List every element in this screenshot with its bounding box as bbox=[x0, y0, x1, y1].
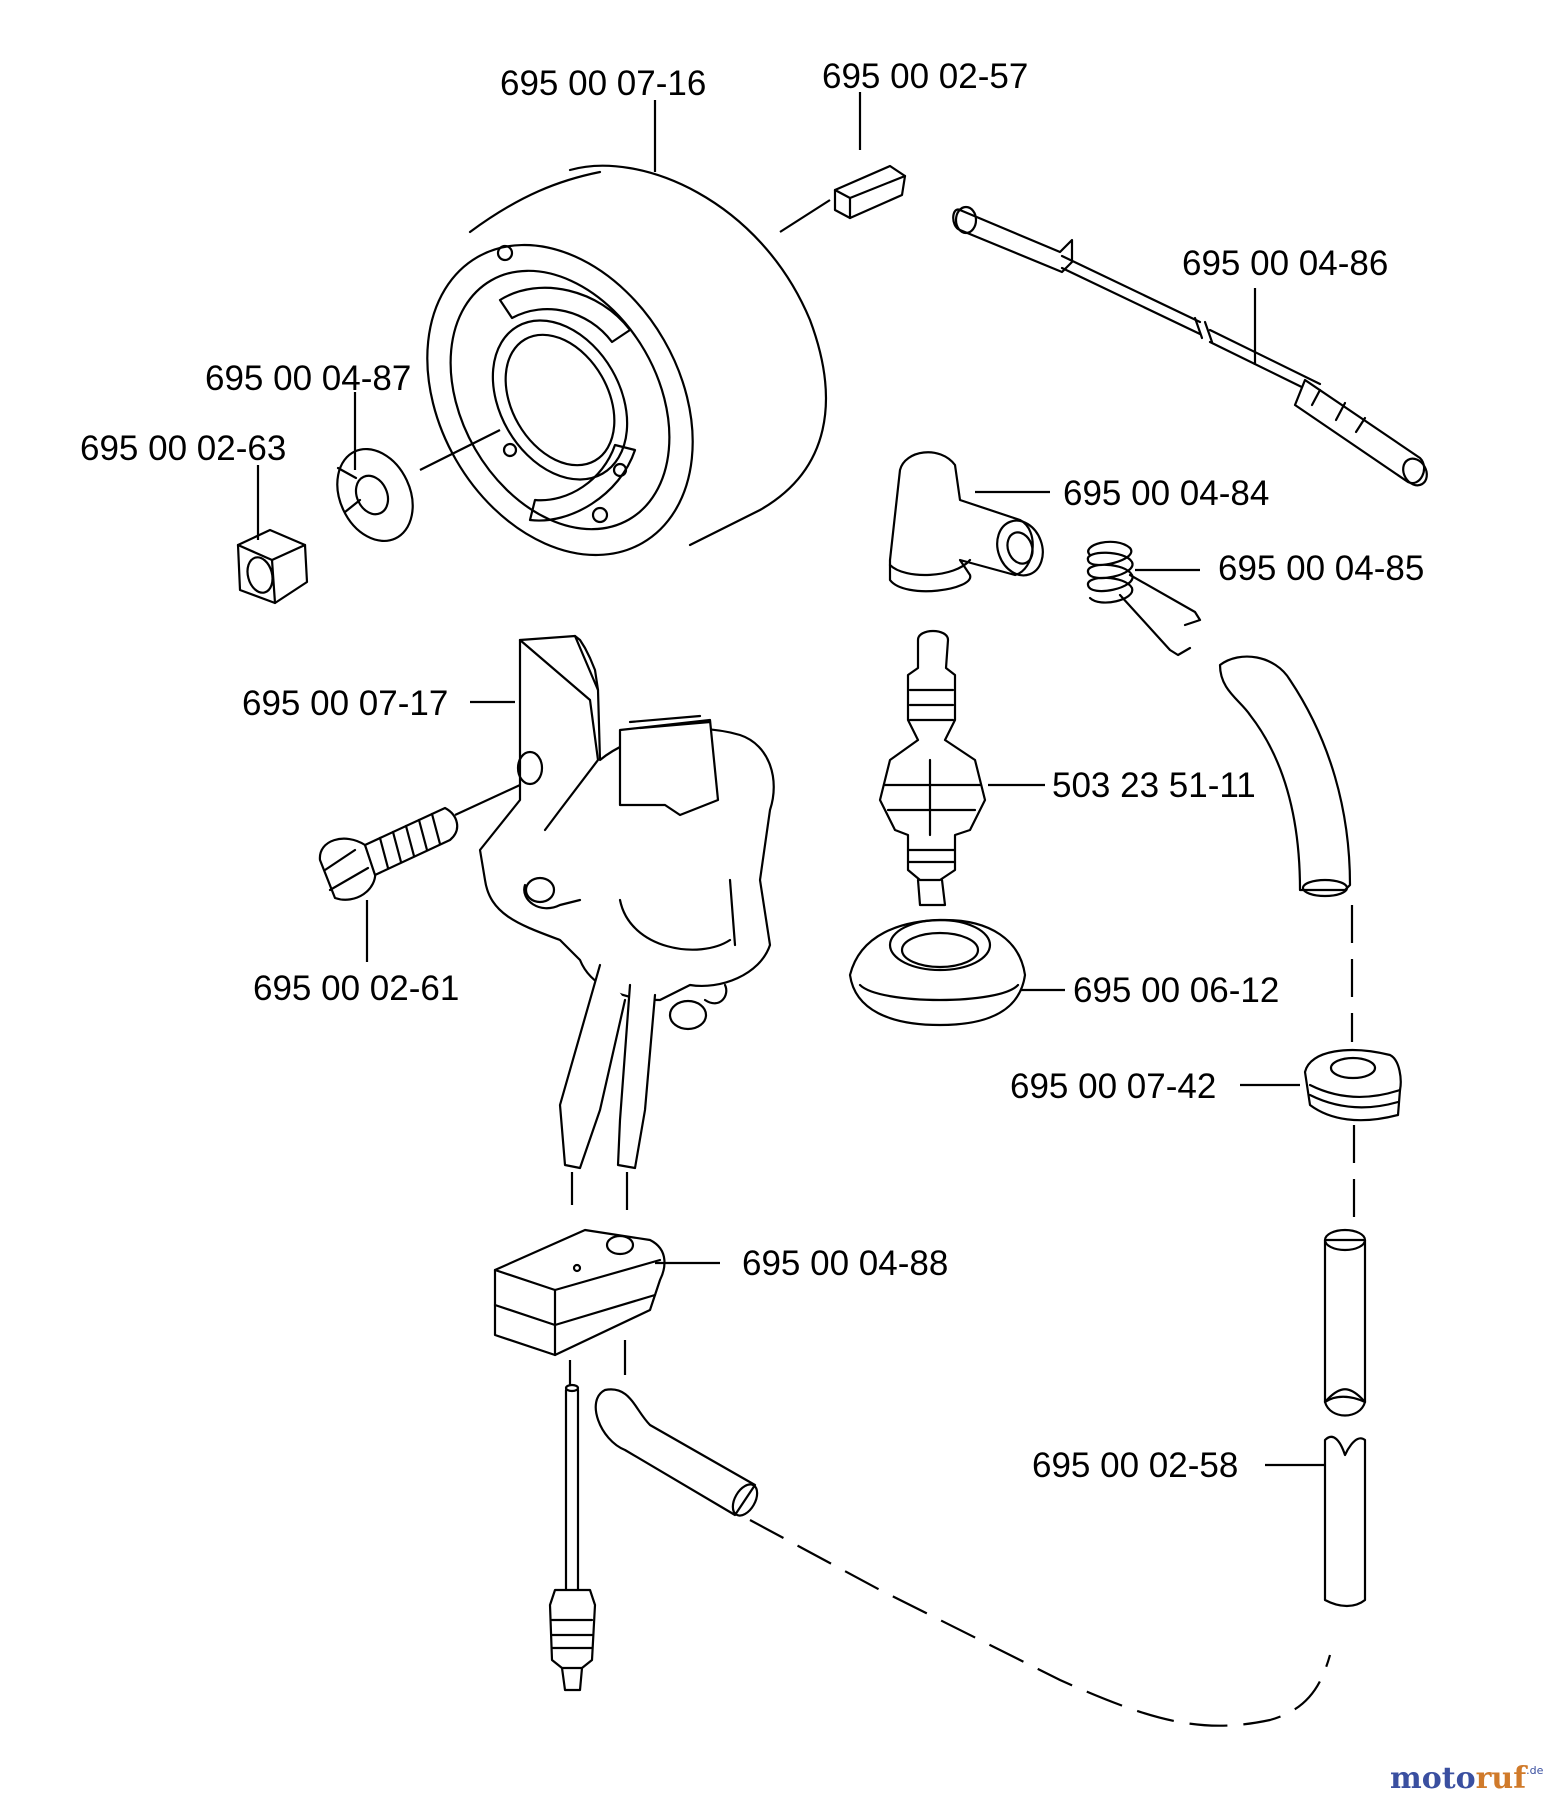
label-plug-cap: 695 00 04-84 bbox=[1063, 474, 1269, 513]
label-key: 695 00 02-57 bbox=[822, 57, 1028, 96]
ignition-module-part bbox=[478, 634, 775, 1225]
flywheel-part bbox=[426, 164, 827, 557]
nut-part bbox=[236, 528, 309, 605]
label-grommet: 695 00 06-12 bbox=[1073, 971, 1279, 1010]
label-terminal-block: 695 00 04-88 bbox=[742, 1244, 948, 1283]
label-screw: 695 00 02-61 bbox=[253, 969, 459, 1008]
part-labels: 695 00 07-16 695 00 02-57 695 00 04-86 6… bbox=[80, 57, 1424, 1485]
hose-lower-part bbox=[594, 1388, 759, 1517]
label-nut: 695 00 02-63 bbox=[80, 429, 286, 468]
label-spring: 695 00 04-85 bbox=[1218, 549, 1424, 588]
spark-plug-part bbox=[878, 629, 987, 907]
watermark-suffix: .de bbox=[1526, 1764, 1543, 1777]
label-spark-plug: 503 23 51-11 bbox=[1052, 766, 1256, 805]
key-part bbox=[779, 164, 907, 233]
label-cable: 695 00 02-58 bbox=[1032, 1446, 1238, 1485]
label-clip: 695 00 07-42 bbox=[1010, 1067, 1216, 1106]
terminal-block-part bbox=[493, 1228, 666, 1385]
watermark-logo: motoruf.de bbox=[1390, 1761, 1544, 1796]
label-flywheel: 695 00 07-16 bbox=[500, 64, 706, 103]
watermark-part2: ruf bbox=[1476, 1761, 1529, 1796]
grommet-part bbox=[848, 918, 1027, 1027]
plug-cap-part bbox=[888, 451, 1044, 593]
label-washer: 695 00 04-87 bbox=[205, 359, 411, 398]
clip-part bbox=[1303, 1049, 1402, 1122]
cable-right-part bbox=[749, 655, 1367, 1727]
label-hv-lead: 695 00 04-86 bbox=[1182, 244, 1388, 283]
hv-lead-part bbox=[952, 205, 1428, 487]
low-tension-lead-part bbox=[548, 1383, 597, 1692]
screw-part bbox=[318, 784, 521, 901]
label-ignition-module: 695 00 07-17 bbox=[242, 684, 448, 723]
spring-part bbox=[1086, 540, 1202, 657]
washer-part bbox=[336, 429, 501, 543]
watermark-part1: moto bbox=[1390, 1761, 1476, 1796]
svg-text:motoruf.de: motoruf.de bbox=[1390, 1761, 1544, 1796]
leader-lines bbox=[256, 92, 1325, 1467]
